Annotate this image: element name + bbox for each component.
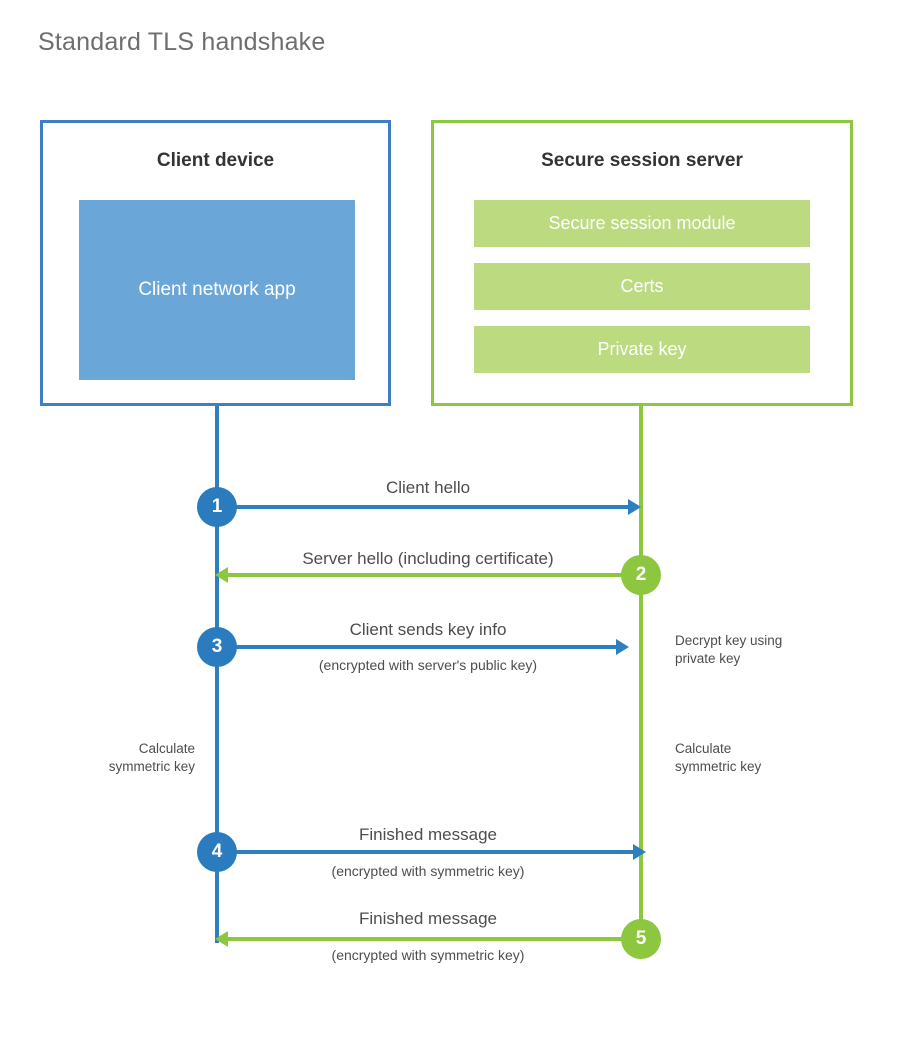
step-5-sublabel: (encrypted with symmetric key) [331,947,525,963]
step-5-arrow-line [228,937,641,941]
step-1-arrow-head-icon [628,499,641,515]
step-3-arrow-line [217,645,617,649]
step-4-number-badge: 4 [197,832,237,872]
step-4-arrow-head-icon [633,844,646,860]
server-decrypt-note-line-1: Decrypt key using [675,633,783,648]
step-3-arrow-head-icon [616,639,629,655]
client-calculate-note-line-1: Calculate [138,741,195,756]
client-calculate-note-line-2: symmetric key [108,759,195,775]
step-5-label: Finished message [359,909,497,928]
step-2-label: Server hello (including certificate) [302,549,554,568]
server-calculate-symmetric-key-note: Calculate symmetric key [675,740,855,776]
step-4-arrow-line [217,850,634,854]
step-3-number-badge: 3 [197,627,237,667]
step-3-label: Client sends key info [349,620,507,639]
step-1-number-badge: 1 [197,487,237,527]
step-3-sublabel: (encrypted with server's public key) [318,657,538,673]
secure-session-server-box: Secure session server Secure session mod… [431,120,853,406]
server-component-secure-session-module: Secure session module [474,200,810,247]
server-lifeline [639,406,643,939]
step-4-sublabel: (encrypted with symmetric key) [331,863,525,879]
client-calculate-symmetric-key-note: Calculate symmetric key [45,740,195,776]
server-component-certs: Certs [474,263,810,310]
client-lifeline [215,406,219,943]
step-5-number-badge: 5 [621,919,661,959]
step-4-label: Finished message [359,825,497,844]
step-2-number-badge: 2 [621,555,661,595]
server-component-private-key: Private key [474,326,810,373]
client-device-box: Client device Client network app [40,120,391,406]
server-calculate-note-line-2: symmetric key [675,759,762,775]
client-network-app-block: Client network app [79,200,355,380]
page-title: Standard TLS handshake [38,28,326,56]
step-2-arrow-head-icon [215,567,228,583]
server-calculate-note-line-1: Calculate [675,741,732,756]
step-5-arrow-head-icon [215,931,228,947]
server-decrypt-note: Decrypt key using private key [675,632,865,668]
client-device-title: Client device [156,150,275,171]
server-decrypt-note-line-2: private key [675,651,741,667]
step-2-arrow-line [228,573,641,577]
secure-session-server-title: Secure session server [541,150,743,171]
step-1-arrow-line [217,505,629,509]
step-1-label: Client hello [385,478,471,497]
